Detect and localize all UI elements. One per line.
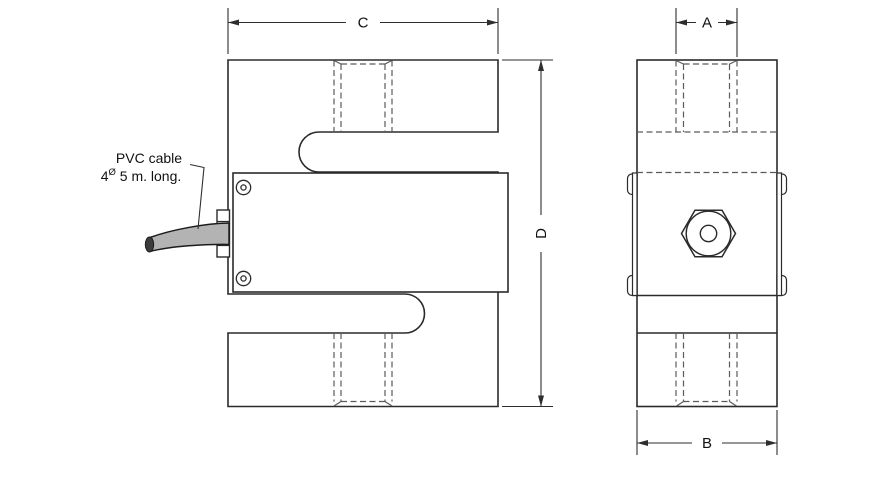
side-bottom-threaded-hole [675, 333, 738, 407]
side-section-lines [637, 294, 777, 334]
cover-plate-screw-bottom [235, 270, 252, 287]
arrowhead [766, 440, 777, 446]
hex-gland-nut [680, 209, 737, 258]
front-bottom-threaded-hole [333, 333, 393, 407]
dimension-c: C [227, 8, 499, 54]
arrowhead [726, 19, 737, 26]
dimension-a: A [675, 8, 738, 57]
front-view: PVC cable 4Ø 5 m. long. [101, 59, 509, 408]
dimension-b-label: B [702, 435, 712, 452]
cable-callout: PVC cable 4Ø 5 m. long. [101, 150, 183, 184]
side-top-threaded-hole [675, 59, 738, 132]
dimension-b: B [636, 410, 778, 455]
side-view [626, 59, 788, 408]
arrowhead [637, 440, 648, 446]
dimension-d-label: D [533, 228, 550, 239]
callout-line1: PVC cable [116, 150, 182, 166]
callout-leader-line [189, 163, 205, 230]
callout-line2: 4Ø 5 m. long. [101, 167, 182, 184]
arrowhead [676, 19, 687, 26]
pvc-cable [144, 222, 230, 253]
cable-end-cap [144, 236, 155, 253]
gland-nut-bore [699, 224, 718, 243]
front-top-threaded-hole [333, 59, 393, 132]
dimension-d: D [502, 59, 553, 408]
cover-plate-screw-top [235, 179, 252, 196]
dimension-c-label: C [358, 15, 369, 32]
arrowhead [538, 395, 544, 407]
side-plate-edges [631, 172, 783, 297]
dimension-a-label: A [702, 15, 712, 32]
arrowhead [538, 60, 544, 71]
arrowhead [487, 19, 498, 26]
side-hidden-slot-lines [637, 131, 777, 174]
arrowhead [228, 19, 239, 26]
front-cover-plate [232, 172, 509, 293]
